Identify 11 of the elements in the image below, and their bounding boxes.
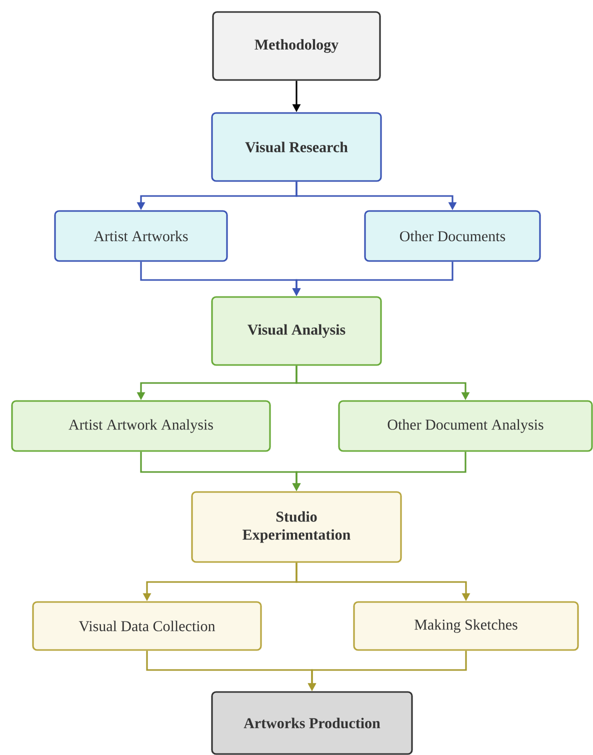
sub-step-box: Other Documents [364,210,541,262]
sub-step-box: Artist Artwork Analysis [11,400,271,452]
sub-step-box: Other Document Analysis [338,400,593,452]
sub-step-box: Artist Artworks [54,210,228,262]
sub-step-box: Visual Data Collection [32,601,262,651]
step-box: Methodology [212,11,381,81]
step-box: Visual Analysis [211,296,382,366]
step-box: Artworks Production [211,691,413,755]
sub-step-box: Making Sketches [353,601,579,651]
step-box: Studio Experimentation [191,491,402,563]
step-box: Visual Research [211,112,382,182]
